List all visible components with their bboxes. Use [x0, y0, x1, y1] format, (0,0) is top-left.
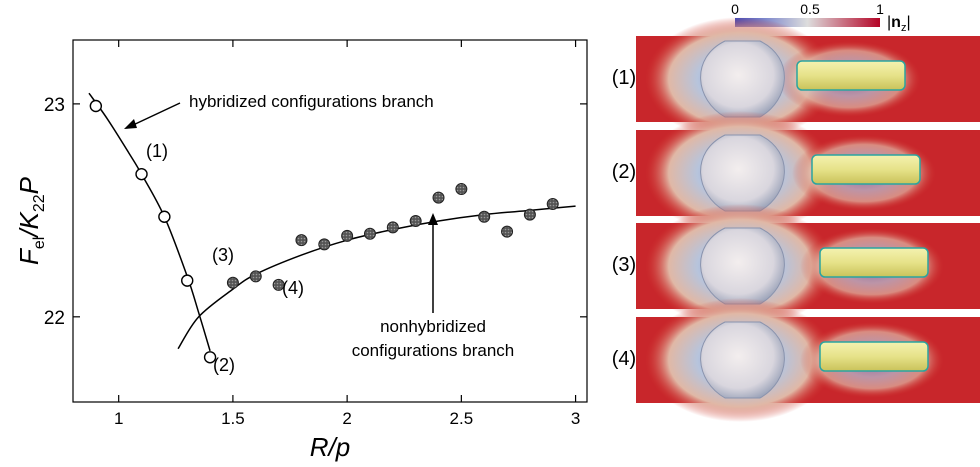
- droplet-shape: [700, 40, 785, 118]
- x-tick-label: 2: [342, 409, 351, 428]
- colorbar-quantity-label: |nz|: [887, 14, 911, 34]
- data-point-filled: [341, 229, 354, 242]
- svg-text:Fel/K22P: Fel/K22P: [14, 176, 48, 265]
- x-tick-label: 2.5: [450, 409, 474, 428]
- panel-label: (4): [612, 348, 636, 370]
- particle-disk: [819, 341, 929, 372]
- panel-label: (1): [612, 67, 636, 89]
- nonhybrid-branch-label-2: configurations branch: [352, 341, 515, 360]
- data-point-open: [181, 274, 194, 287]
- data-point-filled: [501, 225, 514, 238]
- point-label-2: (2): [213, 355, 235, 375]
- data-point-filled: [432, 191, 445, 204]
- curve-hybridized: [88, 92, 211, 352]
- data-points: [89, 99, 559, 364]
- droplet-shape: [700, 227, 785, 305]
- droplet-shape: [700, 134, 785, 212]
- colorbar-mid-label: 0.5: [800, 1, 820, 17]
- data-point-open: [203, 351, 217, 364]
- curve-nonhybridized: [177, 205, 576, 350]
- simulation-panel: [636, 298, 980, 422]
- x-tick-label: 1: [114, 409, 123, 428]
- y-axis-label: Fel/K22P: [14, 176, 48, 265]
- point-label-1: (1): [146, 141, 168, 161]
- panel-label: (3): [612, 254, 636, 276]
- y-axis: 22 23: [44, 95, 587, 329]
- x-axis: 1 1.5 2 2.5 3: [114, 40, 580, 428]
- particle-disk: [819, 247, 929, 278]
- nonhybrid-branch-arrowhead: [428, 213, 438, 225]
- simulation-panels: (1) (2) (3) (4): [612, 17, 980, 422]
- hybrid-branch-arrowhead: [124, 119, 137, 129]
- colorbar-gradient: [735, 18, 880, 27]
- droplet-shape: [700, 321, 785, 399]
- data-point-filled: [272, 278, 285, 291]
- data-point-filled: [249, 270, 262, 283]
- data-point-filled: [409, 215, 422, 227]
- nonhybrid-branch-label-1: nonhybridized: [380, 317, 486, 336]
- y-tick-label: 23: [44, 95, 65, 116]
- data-point-filled: [295, 234, 308, 247]
- data-point-filled: [386, 221, 399, 234]
- data-point-filled: [318, 238, 331, 251]
- colorbar-max-label: 1: [876, 1, 884, 17]
- data-point-filled: [546, 197, 559, 210]
- particle-disk: [796, 60, 906, 91]
- data-point-filled: [363, 227, 376, 240]
- y-tick-label: 22: [44, 308, 65, 329]
- simulation-panel: [636, 17, 980, 141]
- point-label-3: (3): [212, 245, 234, 265]
- colorbar: 0 0.5 1 |nz|: [731, 1, 910, 34]
- hybrid-branch-arrow: [130, 102, 181, 127]
- data-point-filled: [478, 210, 491, 223]
- x-tick-label: 3: [571, 409, 580, 428]
- data-point-open: [135, 167, 148, 181]
- x-tick-label: 1.5: [221, 409, 245, 428]
- panel-label: (2): [612, 161, 636, 183]
- colorbar-min-label: 0: [731, 1, 739, 17]
- plot-frame: [72, 39, 588, 403]
- x-axis-label: R/p: [310, 432, 350, 462]
- data-point-filled: [226, 276, 239, 289]
- simulation-panel: [636, 111, 980, 235]
- data-point-filled: [523, 208, 536, 221]
- particle-disk: [811, 154, 921, 185]
- point-label-4: (4): [282, 278, 304, 298]
- data-point-filled: [455, 183, 468, 196]
- hybrid-branch-label: hybridized configurations branch: [189, 92, 434, 111]
- simulation-panel: [636, 204, 980, 328]
- data-point-open: [158, 210, 171, 223]
- chart: 1 1.5 2 2.5 3 22 23 R/p Fel/K22P hybridized c…: [14, 39, 588, 462]
- data-point-open: [89, 99, 103, 113]
